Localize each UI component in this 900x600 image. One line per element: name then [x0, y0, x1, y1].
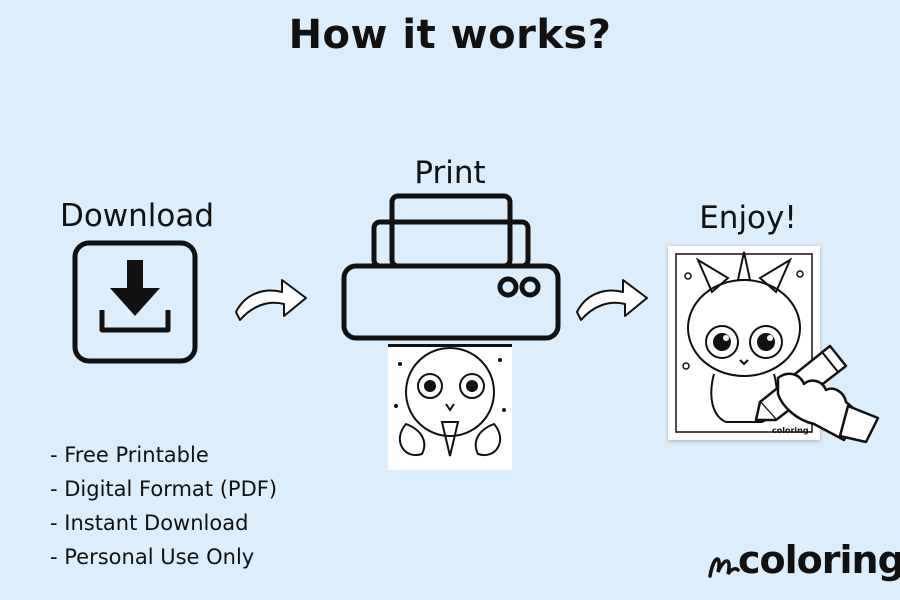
- printed-page-image: [388, 344, 512, 470]
- step-label-print: Print: [414, 155, 486, 191]
- hand-with-pencil-icon: [754, 344, 880, 444]
- logo-swirl-icon: [708, 557, 740, 578]
- arrow-right-icon: [576, 279, 648, 321]
- coloring-page-preview: coloring: [668, 246, 820, 440]
- printer-icon: [341, 193, 561, 341]
- brand-logo[interactable]: coloring: [738, 538, 900, 582]
- feature-item: - Instant Download: [50, 511, 249, 535]
- feature-item: - Personal Use Only: [50, 545, 255, 569]
- page-brand-mark: coloring: [772, 426, 809, 435]
- download-icon: [72, 240, 198, 364]
- feature-list: - Free Printable - Digital Format (PDF) …: [50, 438, 277, 574]
- arrow-right-icon: [235, 279, 307, 321]
- feature-item: - Free Printable: [50, 443, 209, 467]
- page-title: How it works?: [288, 12, 612, 58]
- step-label-enjoy: Enjoy!: [699, 200, 797, 236]
- feature-item: - Digital Format (PDF): [50, 477, 278, 501]
- unicorn-kitten-image: [675, 251, 813, 433]
- step-label-download: Download: [59, 198, 215, 234]
